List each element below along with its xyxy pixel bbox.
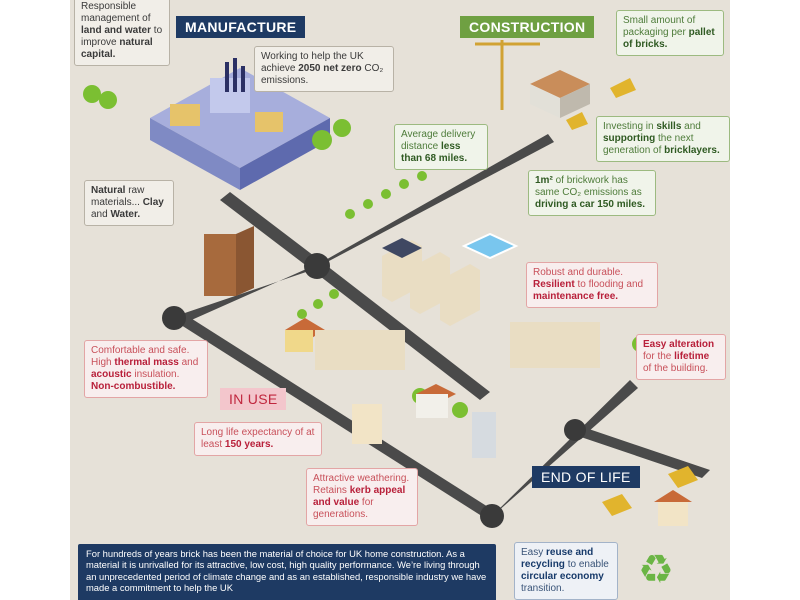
construction-illustration (475, 40, 636, 130)
text: Long life expectancy of at least (201, 427, 315, 450)
text: Responsible management of (81, 1, 151, 24)
roundabout-top (304, 253, 330, 279)
text: the next generation of (603, 133, 694, 156)
text-bold: pallet of bricks. (623, 27, 715, 50)
info-comfortable-safe: Comfortable and safe. High thermal mass … (84, 340, 208, 398)
text: for the (643, 351, 675, 362)
text: Robust and durable. (533, 267, 624, 278)
text-bold: Non-combustible. (91, 381, 176, 392)
text-bold: 150 years. (224, 439, 274, 450)
text-bold: thermal mass (114, 357, 179, 368)
text: raw materials... (91, 185, 145, 208)
recycle-icon: ♻ (638, 548, 674, 592)
label-manufacture: MANUFACTURE (176, 16, 306, 38)
trees (83, 85, 648, 418)
info-net-zero: Working to help the UK achieve 2050 net … (254, 46, 394, 92)
text: for generations. (313, 497, 374, 520)
road-lower-right (572, 426, 710, 478)
factory-illustration (150, 58, 330, 190)
info-long-life: Long life expectancy of at least 150 yea… (194, 422, 322, 456)
info-co2-emissions: 1m² of brickwork has same CO₂ emissions … (528, 170, 656, 216)
info-robust-durable: Robust and durable. Resilient to floodin… (526, 262, 658, 308)
road-left-diagonal (170, 262, 322, 326)
text: Working to help the UK achieve (261, 51, 364, 74)
info-packaging: Small amount of packaging per pallet of … (616, 10, 724, 56)
text: of the building. (643, 363, 709, 374)
text: Small amount of packaging per (623, 15, 696, 38)
text-bold: lifetime (674, 351, 710, 362)
text-bold: Natural (91, 185, 126, 196)
text: and (681, 121, 701, 132)
road-construction-diagonal (312, 134, 554, 270)
text-bold: kerb appeal and value (313, 485, 406, 508)
isometric-scene (83, 40, 710, 528)
road-manufacture-junction (220, 192, 322, 270)
text: Investing in (603, 121, 657, 132)
info-weathering: Attractive weathering. Retains kerb appe… (306, 468, 418, 526)
infographic-canvas: MANUFACTURE CONSTRUCTION IN USE END OF L… (70, 0, 730, 600)
text: insulation. (131, 369, 180, 380)
info-easy-alteration: Easy alteration for the lifetime of the … (636, 334, 726, 380)
text-bold: land and water (81, 25, 152, 36)
road-network (162, 134, 710, 528)
text-bold: 1m² (535, 175, 553, 186)
info-reuse-recycling: Easy reuse and recycling to enable circu… (514, 542, 618, 600)
text-bold: skills (656, 121, 682, 132)
swimming-pool (461, 232, 519, 260)
buildings (204, 226, 692, 526)
text: of brickwork has same CO₂ emissions as (535, 175, 642, 198)
text-bold: Water. (110, 209, 141, 220)
road-right-diagonal (488, 380, 638, 520)
info-delivery-distance: Average delivery distance less than 68 m… (394, 124, 488, 170)
text-bold: less than 68 miles. (401, 141, 468, 164)
text-bold: natural capital. (81, 37, 153, 60)
label-end-of-life: END OF LIFE (532, 466, 640, 488)
text: to enable (564, 559, 609, 570)
text: to improve (81, 25, 163, 48)
intro-paragraph: For hundreds of years brick has been the… (78, 544, 496, 600)
text: and (178, 357, 199, 368)
label-in-use: IN USE (220, 388, 287, 410)
text-bold: driving a car 150 miles. (535, 199, 646, 210)
text-bold: Resilient (533, 279, 575, 290)
text: CO₂ emissions. (261, 63, 384, 86)
label-construction: CONSTRUCTION (460, 16, 595, 38)
text-bold: Clay (142, 197, 164, 208)
text-bold: supporting (603, 133, 656, 144)
text: Attractive weathering. Retains (313, 473, 410, 496)
text: Easy (521, 547, 547, 558)
info-land-water: Responsible management of land and water… (74, 0, 170, 66)
road-lower-diagonal (170, 310, 496, 520)
text-bold: acoustic (91, 369, 132, 380)
text-bold: bricklayers. (664, 145, 720, 156)
text-bold: maintenance free. (533, 291, 619, 302)
info-raw-materials: Natural raw materials... Clay and Water. (84, 180, 174, 226)
text-bold: circular economy (521, 571, 604, 582)
text: Average delivery distance (401, 129, 476, 152)
roundabout-bottom (480, 504, 504, 528)
text-bold: Easy alteration (643, 339, 715, 350)
text-bold: reuse and recycling (521, 547, 594, 570)
text-bold: 2050 net zero (298, 63, 362, 74)
text: transition. (521, 583, 565, 594)
roundabout-left (162, 306, 186, 330)
bulldozers (602, 466, 698, 516)
roundabout-right (564, 419, 586, 441)
info-skills: Investing in skills and supporting the n… (596, 116, 730, 162)
text: and (91, 209, 111, 220)
text: Comfortable and safe. High (91, 345, 190, 368)
text: to flooding and (574, 279, 644, 290)
